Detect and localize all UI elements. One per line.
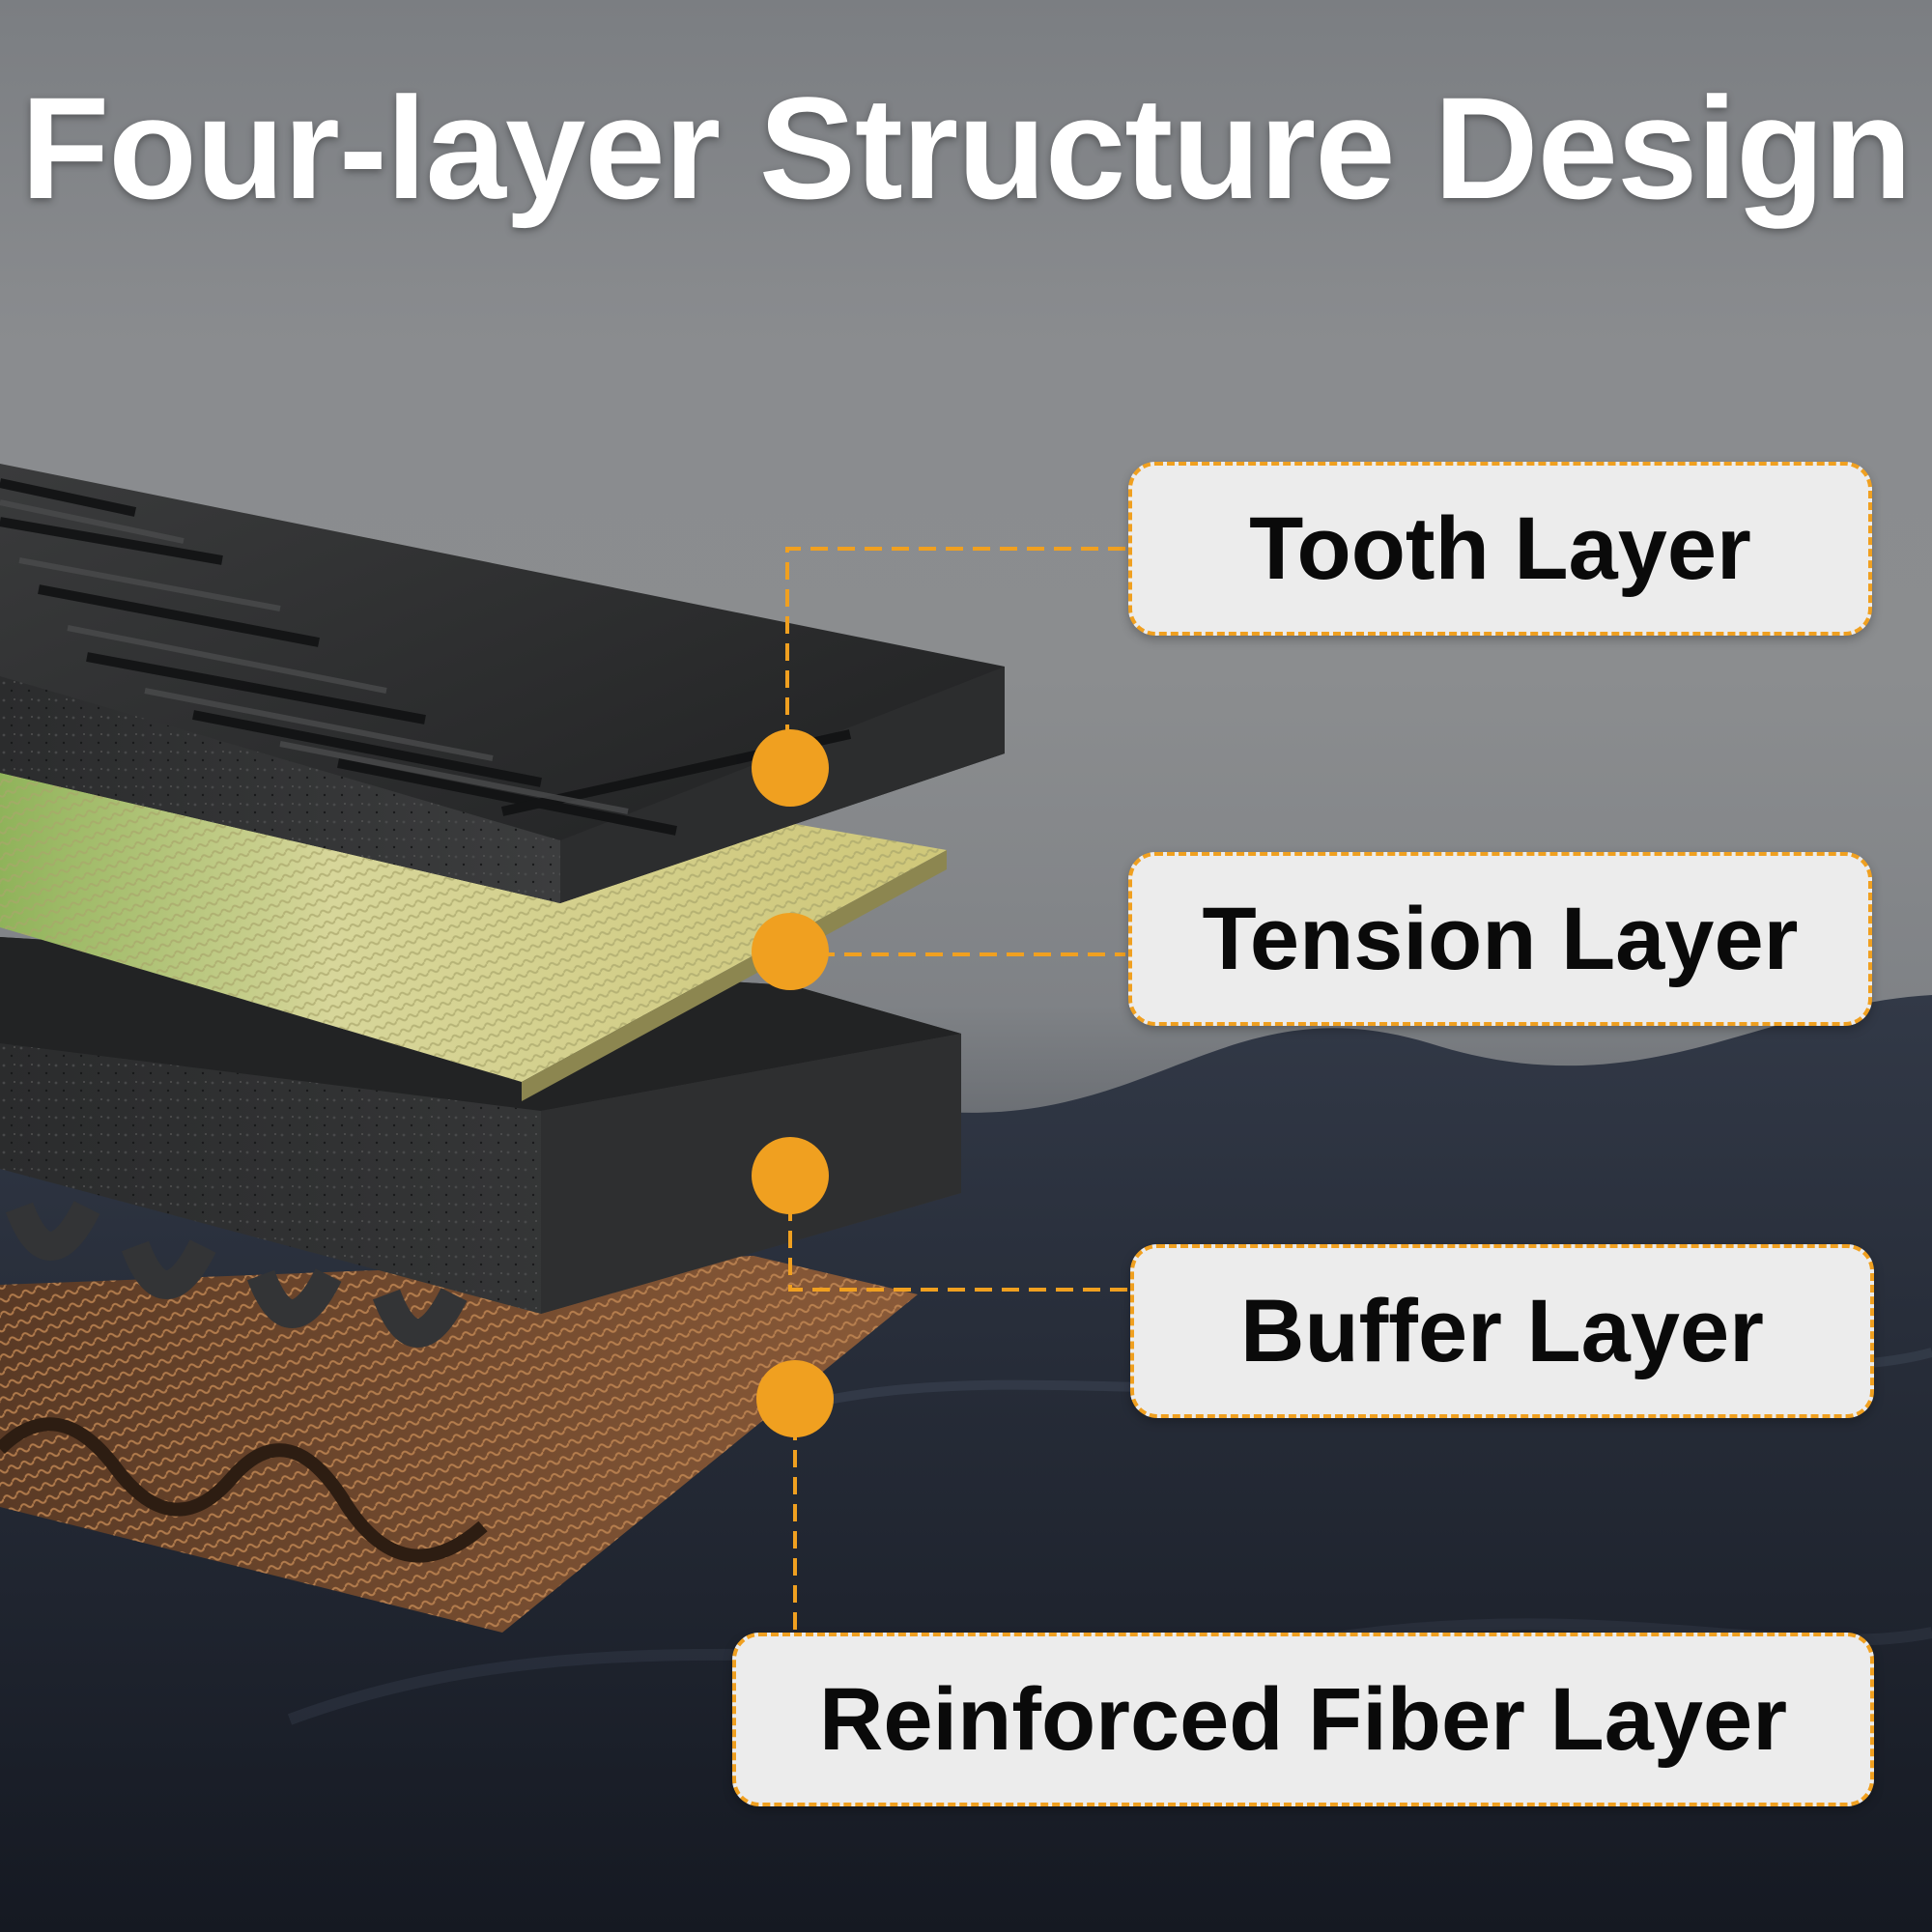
buffer-layer-marker bbox=[752, 1137, 829, 1214]
tooth-layer-label: Tooth Layer bbox=[1128, 462, 1872, 636]
tension-layer-label: Tension Layer bbox=[1128, 852, 1872, 1026]
tooth-layer-marker bbox=[752, 729, 829, 807]
buffer-layer-shape bbox=[0, 937, 961, 1348]
reinforced-fiber-layer-label: Reinforced Fiber Layer bbox=[732, 1633, 1874, 1806]
page-title: Four-layer Structure Design bbox=[20, 67, 1913, 229]
tension-layer-marker bbox=[752, 913, 829, 990]
fiber-layer-marker bbox=[756, 1360, 834, 1437]
reinforced-fiber-layer-shape bbox=[0, 1256, 918, 1633]
tooth-layer-shape bbox=[0, 464, 1005, 903]
buffer-layer-label: Buffer Layer bbox=[1130, 1244, 1874, 1418]
